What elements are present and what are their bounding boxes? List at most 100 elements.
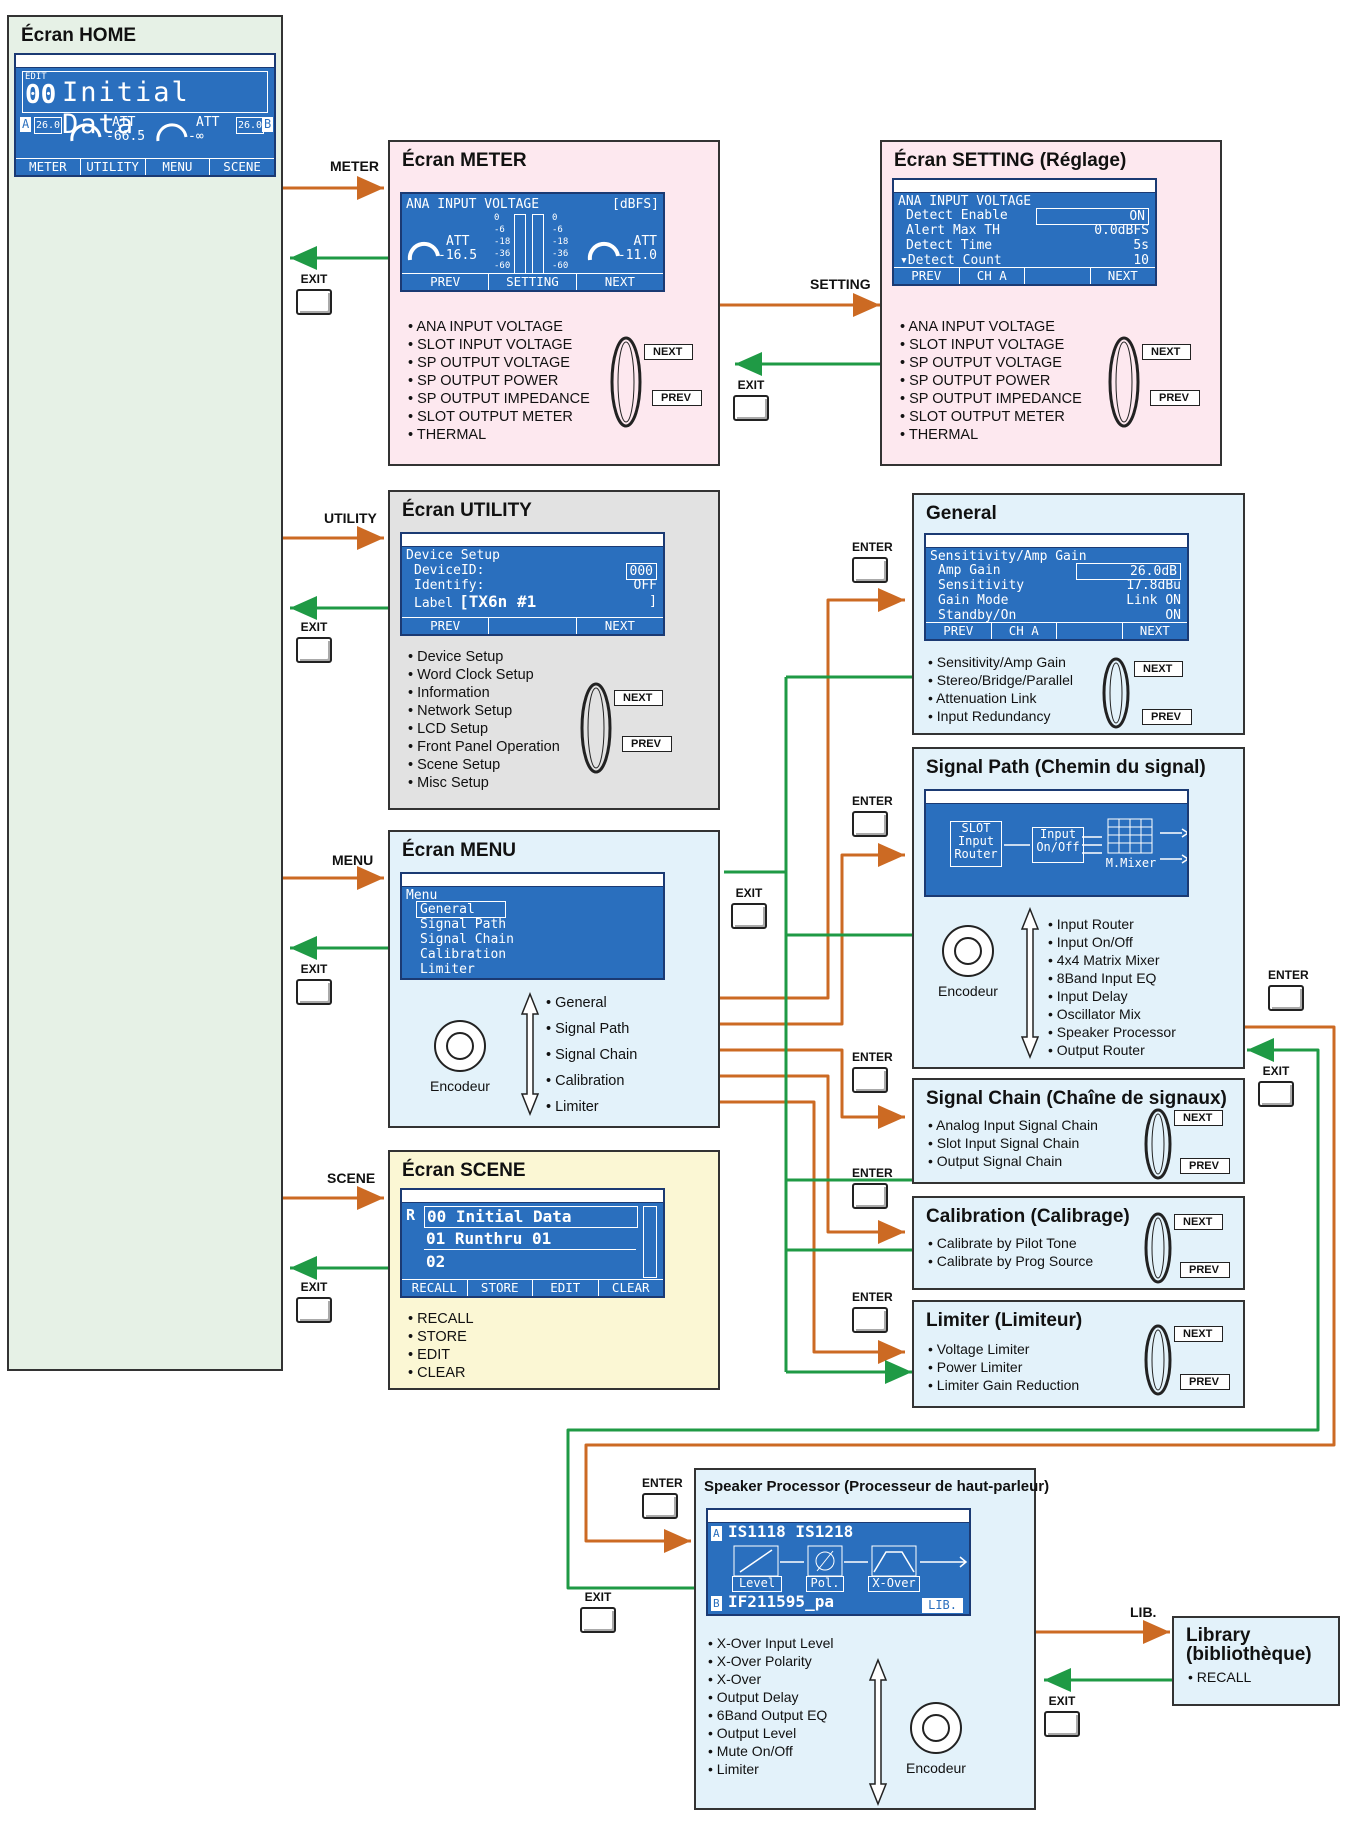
sensitivity-value[interactable]: 17.8dBu xyxy=(1126,578,1181,593)
exit-button-speaker-processor[interactable]: EXIT xyxy=(580,1590,616,1633)
menu-item-signal-path[interactable]: Signal Path xyxy=(546,1016,637,1042)
standby-value[interactable]: ON xyxy=(1165,608,1181,623)
limiter-title: Limiter (Limiteur) xyxy=(926,1310,1083,1331)
menu-header: Menu xyxy=(406,888,438,903)
identify-value[interactable]: OFF xyxy=(633,578,657,593)
exit-button-submenus[interactable]: EXIT xyxy=(731,886,767,929)
softkey-ch-a[interactable]: CH A xyxy=(992,623,1057,639)
menu-item-signal-chain[interactable]: Signal Chain xyxy=(546,1042,637,1068)
speaker-bottom-model: IF211595_pa xyxy=(728,1592,834,1611)
signal-chain-next-prev-dial[interactable]: NEXT PREV xyxy=(1142,1106,1242,1182)
softkey-prev[interactable]: PREV xyxy=(894,268,960,284)
enter-button-general[interactable]: ENTER xyxy=(852,540,893,583)
scene-row[interactable]: 02 xyxy=(426,1252,446,1271)
softkey-store[interactable]: STORE xyxy=(468,1280,533,1296)
limiter-panel: Limiter (Limiteur) Voltage LimiterPower … xyxy=(912,1300,1245,1408)
meter-att-a-label: ATT xyxy=(446,234,470,249)
menu-lcd-item-general[interactable]: General xyxy=(416,901,506,918)
utility-label: UTILITY xyxy=(324,510,377,526)
setting-title: Écran SETTING (Réglage) xyxy=(894,150,1127,171)
softkey-next[interactable]: NEXT xyxy=(1107,268,1138,283)
softkey-next[interactable]: NEXT xyxy=(604,274,635,289)
meter-label: METER xyxy=(330,158,379,174)
utility-key: Label xyxy=(414,596,454,611)
setting-value[interactable]: 10 xyxy=(1133,253,1149,268)
softkey-scene[interactable]: SCENE xyxy=(223,159,261,174)
list-item-speaker-processor[interactable]: Speaker Processor xyxy=(1048,1023,1176,1041)
exit-button-library[interactable]: EXIT xyxy=(1044,1694,1080,1737)
rotary-dial-icon xyxy=(1144,1108,1172,1180)
setting-value[interactable]: 5s xyxy=(1133,238,1149,253)
general-header: Sensitivity/Amp Gain xyxy=(930,549,1087,564)
limiter-next-prev-dial[interactable]: NEXT PREV xyxy=(1142,1322,1242,1398)
setting-next-prev-dial[interactable]: NEXT PREV xyxy=(1106,332,1216,432)
button-key-icon xyxy=(852,811,888,837)
softkey-prev[interactable]: PREV xyxy=(402,274,490,290)
meter-header: ANA INPUT VOLTAGE xyxy=(406,197,540,212)
softkey-prev[interactable]: PREV xyxy=(402,618,490,634)
menu-lcd-item-calibration[interactable]: Calibration xyxy=(420,947,507,962)
softkey-next[interactable]: NEXT xyxy=(1139,623,1170,638)
exit-button-speaker[interactable]: EXIT xyxy=(1258,1064,1294,1107)
exit-button-menu[interactable]: EXIT xyxy=(296,962,332,1005)
softkey-recall[interactable]: RECALL xyxy=(402,1280,468,1296)
list-item: SP OUTPUT POWER xyxy=(900,372,1082,390)
signal-flow-arrows-icon xyxy=(780,1556,968,1568)
level-icon xyxy=(733,1545,779,1577)
softkey-clear[interactable]: CLEAR xyxy=(611,1280,650,1295)
list-item: Oscillator Mix xyxy=(1048,1005,1176,1023)
home-lcd: EDIT 00 Initial Data A 26.0 ATT -66.5 AT… xyxy=(14,53,276,177)
xover-block: X-Over xyxy=(868,1576,920,1592)
softkey-prev[interactable]: PREV xyxy=(926,623,992,639)
device-id-value[interactable]: 000 xyxy=(625,563,657,580)
list-item: Voltage Limiter xyxy=(928,1340,1079,1358)
scene-row[interactable]: 01 Runthru 01 xyxy=(424,1229,636,1250)
meter-bar-b xyxy=(532,214,544,274)
utility-next-prev-dial[interactable]: NEXT PREV xyxy=(578,678,688,778)
setting-value[interactable]: ON xyxy=(1036,208,1149,225)
scene-scrollbar[interactable] xyxy=(643,1206,657,1278)
enter-button-signal-path[interactable]: ENTER xyxy=(852,794,893,837)
general-key: Gain Mode xyxy=(938,593,1009,608)
menu-item-limiter[interactable]: Limiter xyxy=(546,1094,637,1120)
softkey-menu[interactable]: MENU xyxy=(146,159,211,175)
meter-next-prev-dial[interactable]: NEXT PREV xyxy=(608,332,718,432)
menu-lcd-item-limiter[interactable]: Limiter xyxy=(420,962,475,977)
menu-encoder[interactable]: Encodeur xyxy=(430,1020,490,1094)
enter-button-speaker-panel[interactable]: ENTER xyxy=(642,1476,683,1519)
scene-row-selected[interactable]: 00 Initial Data xyxy=(424,1206,638,1228)
softkey-utility[interactable]: UTILITY xyxy=(81,159,146,175)
label-value[interactable]: [TX6n #1 xyxy=(459,592,537,611)
list-item: Network Setup xyxy=(408,702,560,720)
lib-softkey[interactable]: LIB. xyxy=(922,1598,963,1613)
general-next-prev-dial[interactable]: NEXT PREV xyxy=(1100,655,1220,731)
list-item: SLOT OUTPUT METER xyxy=(408,408,590,426)
menu-lcd-item-signal-chain[interactable]: Signal Chain xyxy=(420,932,514,947)
menu-lcd-item-signal-path[interactable]: Signal Path xyxy=(420,917,507,932)
exit-button-scene[interactable]: EXIT xyxy=(296,1280,332,1323)
enter-button-speaker-processor[interactable]: ENTER xyxy=(1268,968,1309,1011)
prev-tag: PREV xyxy=(652,390,702,406)
signal-path-encoder[interactable]: Encodeur xyxy=(938,925,998,999)
softkey-ch-a[interactable]: CH A xyxy=(960,268,1025,284)
speaker-processor-encoder[interactable]: Encodeur xyxy=(906,1702,966,1776)
utility-header: Device Setup xyxy=(406,548,500,563)
softkey-blank xyxy=(1057,623,1123,639)
softkey-meter[interactable]: METER xyxy=(16,159,81,175)
exit-button-setting[interactable]: EXIT xyxy=(733,378,769,421)
softkey-next[interactable]: NEXT xyxy=(604,618,635,633)
gain-mode-value[interactable]: Link ON xyxy=(1126,593,1181,608)
setting-value[interactable]: 0.0dBFS xyxy=(1094,223,1149,238)
enter-button-limiter[interactable]: ENTER xyxy=(852,1290,893,1333)
softkey-setting[interactable]: SETTING xyxy=(489,274,577,290)
exit-button-meter[interactable]: EXIT xyxy=(296,272,332,315)
menu-item-general[interactable]: General xyxy=(546,990,637,1016)
softkey-edit[interactable]: EDIT xyxy=(533,1280,599,1296)
amp-gain-value[interactable]: 26.0dB xyxy=(1076,563,1181,580)
menu-item-calibration[interactable]: Calibration xyxy=(546,1068,637,1094)
exit-button-utility[interactable]: EXIT xyxy=(296,620,332,663)
calibration-next-prev-dial[interactable]: NEXT PREV xyxy=(1142,1210,1242,1286)
edit-indicator: EDIT xyxy=(25,72,47,82)
enter-button-calibration[interactable]: ENTER xyxy=(852,1166,893,1209)
enter-button-signal-chain[interactable]: ENTER xyxy=(852,1050,893,1093)
